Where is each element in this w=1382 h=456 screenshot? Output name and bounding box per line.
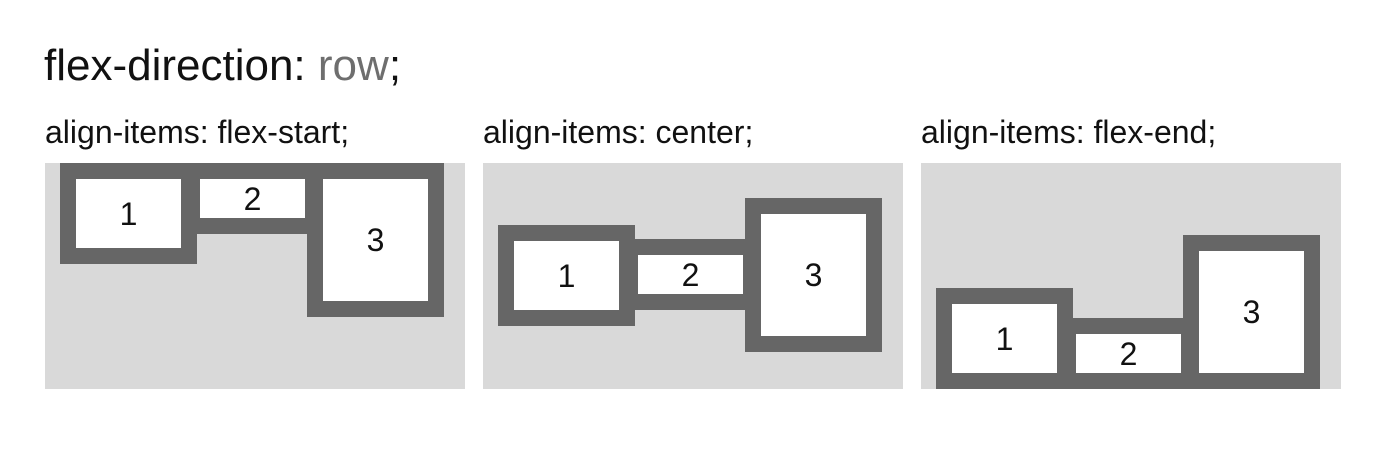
title-property: flex-direction: <box>44 41 306 90</box>
item-number: 2 <box>1119 335 1138 372</box>
panel-center: align-items: center; 1 2 3 <box>483 108 903 389</box>
title-semicolon: ; <box>388 41 402 90</box>
flex-item-3: 3 <box>307 163 444 317</box>
flex-item-1: 1 <box>498 225 635 326</box>
item-number: 3 <box>366 222 385 258</box>
flex-item-1: 1 <box>60 163 197 264</box>
flex-container: 1 2 3 <box>921 163 1341 389</box>
panel-label: align-items: flex-start; <box>45 114 350 150</box>
flex-item-2: 2 <box>622 239 759 310</box>
item-number: 2 <box>681 256 700 293</box>
flex-item-1: 1 <box>936 288 1073 389</box>
flex-item-3: 3 <box>1183 235 1320 389</box>
panel-label: align-items: center; <box>483 114 754 150</box>
panel-flex-end: align-items: flex-end; 1 2 3 <box>921 108 1341 389</box>
panel-flex-start: align-items: flex-start; 1 2 3 <box>45 108 465 389</box>
diagram-title: flex-direction: row; <box>44 38 401 94</box>
flex-item-2: 2 <box>184 163 321 234</box>
flex-item-2: 2 <box>1060 318 1197 389</box>
item-number: 1 <box>557 257 576 294</box>
flex-item-3: 3 <box>745 198 882 352</box>
item-number: 1 <box>119 195 138 232</box>
item-number: 2 <box>243 180 262 217</box>
item-number: 3 <box>804 257 823 293</box>
flex-container: 1 2 3 <box>45 163 465 389</box>
panel-label: align-items: flex-end; <box>921 114 1217 150</box>
item-number: 1 <box>995 320 1014 357</box>
flex-container: 1 2 3 <box>483 163 903 389</box>
title-value: row <box>317 41 389 90</box>
item-number: 3 <box>1242 294 1261 330</box>
